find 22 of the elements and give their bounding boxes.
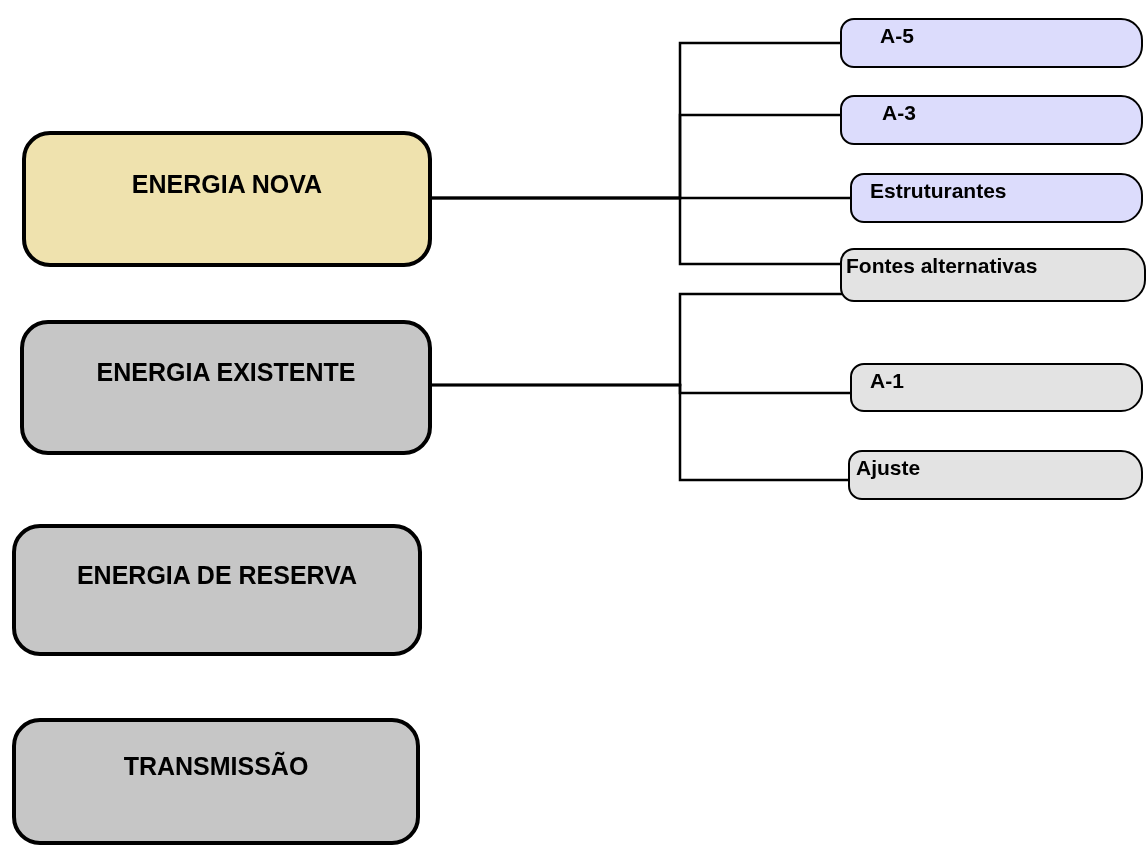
tag-label: A-1 (870, 369, 904, 393)
scroll-tag (840, 248, 1146, 302)
connector-line (432, 383, 850, 482)
scroll-tag (840, 18, 1143, 68)
tag-label: Fontes alternativas (846, 254, 1038, 278)
category-box (12, 524, 422, 656)
box-label: ENERGIA EXISTENTE (96, 358, 356, 387)
tag-label: Ajuste (856, 456, 921, 480)
tag-label: A-5 (880, 24, 914, 48)
tag-label: Estruturantes (870, 179, 1007, 203)
scroll-tag (840, 95, 1143, 145)
scroll-tag (850, 173, 1143, 223)
tag-label: A-3 (882, 101, 916, 125)
category-box (20, 320, 432, 455)
box-label: ENERGIA NOVA (131, 169, 323, 199)
connector-line (432, 196, 842, 266)
category-box (22, 131, 432, 267)
scroll-tag (850, 363, 1143, 412)
scroll-tag (848, 450, 1143, 500)
box-label: TRANSMISSÃO (123, 752, 309, 781)
box-label: ENERGIA DE RESERVA (76, 560, 358, 590)
category-box (12, 718, 420, 845)
